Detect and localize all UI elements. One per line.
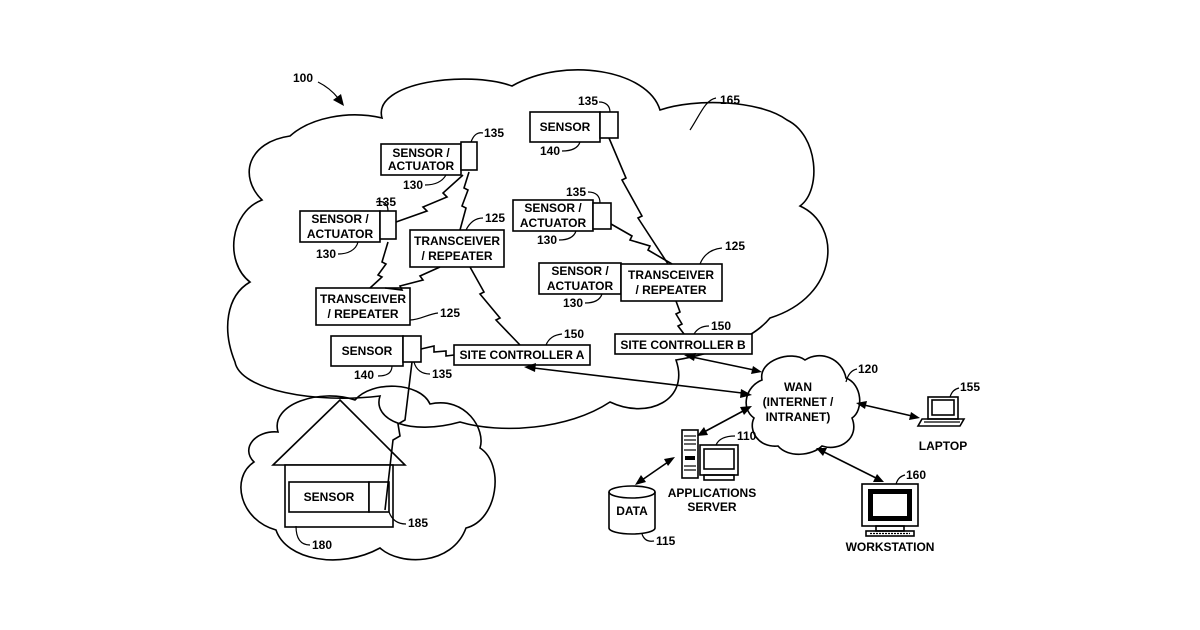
workstation-label: WORKSTATION bbox=[846, 540, 935, 554]
figure-ref-arrowhead bbox=[333, 94, 344, 106]
wireless-link-sa-top-to-trx-upper bbox=[460, 172, 469, 230]
figure-ref-label: 100 bbox=[293, 71, 313, 85]
home-ref-180: 180 bbox=[312, 538, 332, 552]
site-a-trx-upper-ref-leader bbox=[466, 218, 483, 230]
link-controller-a-to-wan bbox=[524, 363, 752, 398]
wan-label-line3: INTRANET) bbox=[766, 410, 831, 424]
link-wan-to-laptop bbox=[856, 401, 920, 420]
site-b-sensor-ref140-leader bbox=[562, 142, 580, 151]
site-b-sa-upper-device bbox=[593, 203, 611, 229]
site-b-sensor-ref135-leader bbox=[599, 102, 610, 112]
server-ref: 110 bbox=[737, 429, 757, 443]
site-b-sa-upper-line2: ACTUATOR bbox=[520, 216, 587, 230]
site-a-sa-left-device bbox=[380, 211, 396, 239]
site-a-sa-top-line2: ACTUATOR bbox=[388, 159, 455, 173]
site-a-sa-top-ref135: 135 bbox=[484, 126, 504, 140]
site-a-sa-top-ref130-leader bbox=[425, 175, 446, 185]
site-a-trx-lower-line2: / REPEATER bbox=[327, 307, 398, 321]
workstation-icon bbox=[862, 484, 918, 536]
site-b-trx-line2: / REPEATER bbox=[635, 283, 706, 297]
site-b-trx-line1: TRANSCEIVER bbox=[628, 268, 714, 282]
link-wan-to-workstation bbox=[816, 448, 884, 482]
wan-ref-leader bbox=[846, 369, 857, 382]
site-b-sa-lower-line1: SENSOR / bbox=[551, 264, 609, 278]
site-controller-a-label: SITE CONTROLLER A bbox=[460, 348, 585, 362]
site-b-trx-ref-leader bbox=[700, 248, 722, 264]
wireless-link-sa-left-to-trx-lower bbox=[370, 242, 388, 288]
site-a-trx-lower-ref: 125 bbox=[440, 306, 460, 320]
site-b-sensor-ref140: 140 bbox=[540, 144, 560, 158]
site-b-trx-ref: 125 bbox=[725, 239, 745, 253]
site-b-sa-lower-ref130-leader bbox=[585, 294, 602, 303]
site-controller-b-ref-leader bbox=[694, 326, 709, 334]
site-a-sa-left-line1: SENSOR / bbox=[311, 212, 369, 226]
site-a-trx-upper-line1: TRANSCEIVER bbox=[414, 234, 500, 248]
figure-ref-arrow bbox=[318, 82, 338, 98]
data-store-ref-leader bbox=[642, 534, 654, 541]
wireless-link-trx-b-to-controller-b bbox=[676, 301, 684, 334]
site-a-sa-left-ref130-leader bbox=[338, 242, 358, 254]
site-a-sensor-device bbox=[403, 336, 421, 362]
data-store-ref: 115 bbox=[656, 534, 676, 548]
site-b-sensor-device bbox=[600, 112, 618, 138]
wireless-link-trx-upper-to-controller-a bbox=[470, 267, 520, 345]
site-controller-a-ref: 150 bbox=[564, 327, 584, 341]
site-b-sa-lower-line2: ACTUATOR bbox=[547, 279, 614, 293]
server-tower-icon bbox=[682, 430, 698, 478]
site-a-trx-lower-line1: TRANSCEIVER bbox=[320, 292, 406, 306]
site-a-trx-upper-line2: / REPEATER bbox=[421, 249, 492, 263]
laptop-ref: 155 bbox=[960, 380, 980, 394]
site-a-trx-upper-ref: 125 bbox=[485, 211, 505, 225]
link-server-to-data bbox=[635, 457, 675, 485]
site-controller-b-ref: 150 bbox=[711, 319, 731, 333]
site-controller-b-label: SITE CONTROLLER B bbox=[620, 338, 746, 352]
site-a-sensor-ref135-leader bbox=[414, 362, 430, 374]
site-a-sensor-label: SENSOR bbox=[342, 344, 393, 358]
site-a-sensor-ref140-leader bbox=[378, 366, 392, 376]
site-b-sensor-ref135: 135 bbox=[578, 94, 598, 108]
wireless-link-trx-upper-to-trx-lower bbox=[385, 267, 440, 290]
wan-label-line2: (INTERNET / bbox=[763, 395, 834, 409]
server-monitor-icon bbox=[700, 445, 738, 480]
site-a-sa-left-line2: ACTUATOR bbox=[307, 227, 374, 241]
laptop-icon bbox=[918, 397, 964, 426]
cloud-ref-label: 165 bbox=[720, 93, 740, 107]
data-store-label: DATA bbox=[616, 504, 648, 518]
site-controller-a-ref-leader bbox=[546, 334, 562, 345]
server-label-line1: APPLICATIONS bbox=[668, 486, 756, 500]
site-b-sa-upper-ref135: 135 bbox=[566, 185, 586, 199]
wireless-link-sensor-to-controller-a bbox=[421, 346, 454, 356]
site-a-sensor-ref135: 135 bbox=[432, 367, 452, 381]
site-b-sensor-label: SENSOR bbox=[540, 120, 591, 134]
site-a-sa-left-ref130: 130 bbox=[316, 247, 336, 261]
home-ref-180-leader bbox=[296, 526, 310, 545]
site-a-sensor-ref140: 140 bbox=[354, 368, 374, 382]
wan-label-line1: WAN bbox=[784, 380, 812, 394]
workstation-ref: 160 bbox=[906, 468, 926, 482]
site-b-sa-upper-line1: SENSOR / bbox=[524, 201, 582, 215]
home-ref-185: 185 bbox=[408, 516, 428, 530]
wireless-link-sensor-b-to-trx-b bbox=[609, 138, 668, 264]
site-a-trx-lower-ref-leader bbox=[410, 313, 438, 320]
site-b-sa-upper-ref130-leader bbox=[559, 231, 576, 240]
server-ref-leader bbox=[716, 436, 735, 445]
server-label-line2: SERVER bbox=[687, 500, 736, 514]
site-b-sa-lower-ref130: 130 bbox=[563, 296, 583, 310]
laptop-label: LAPTOP bbox=[919, 439, 967, 453]
wireless-link-sa-upper-to-trx-b bbox=[611, 224, 672, 264]
wan-ref: 120 bbox=[858, 362, 878, 376]
laptop-ref-leader bbox=[950, 388, 959, 397]
site-a-sa-top-device bbox=[461, 142, 477, 170]
house-roof bbox=[273, 400, 405, 465]
site-b-sa-upper-ref130: 130 bbox=[537, 233, 557, 247]
site-a-sa-top-line1: SENSOR / bbox=[392, 146, 450, 160]
home-sensor-label: SENSOR bbox=[304, 490, 355, 504]
workstation-ref-leader bbox=[896, 475, 905, 484]
site-a-sa-top-ref135-leader bbox=[471, 133, 483, 142]
site-a-sa-top-ref130: 130 bbox=[403, 178, 423, 192]
